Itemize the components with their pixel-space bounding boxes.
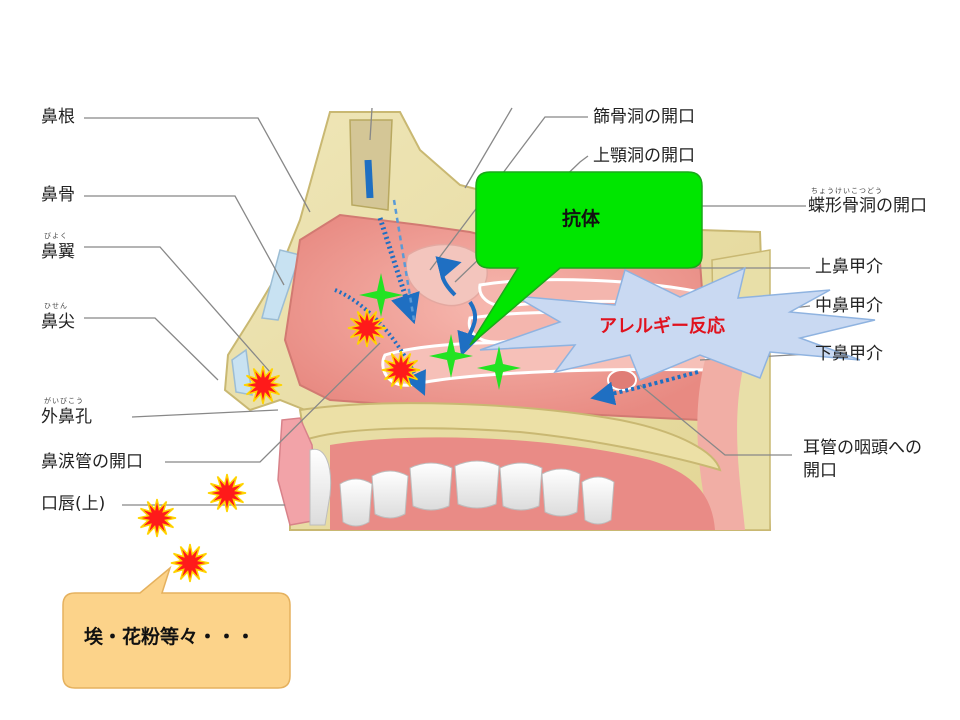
- label-chubikokai: 中鼻甲介: [815, 296, 883, 316]
- ruby-chokei: ちょうけいこつどう: [811, 187, 883, 195]
- ruby-bisen: ひせん: [44, 302, 68, 310]
- ruby-gaibiko: がいびこう: [44, 397, 84, 405]
- antibody-sparkle: [359, 273, 403, 317]
- dust-bubble-shape: [62, 565, 291, 689]
- label-biyoku: 鼻翼: [41, 242, 75, 262]
- allergen-burst: [207, 473, 247, 513]
- label-jogakudo: 上顎洞の開口: [593, 146, 695, 166]
- dust-label: 埃・花粉等々・・・: [84, 626, 256, 648]
- dust-callout: [62, 565, 291, 689]
- tooth: [581, 476, 615, 525]
- hard-palate: [298, 402, 722, 472]
- antibody-bubble-shape: [469, 171, 703, 346]
- label-bikotsu: 鼻骨: [41, 185, 75, 205]
- antibody-label: 抗体: [562, 208, 601, 230]
- allergy-label: アレルギー反応: [599, 316, 725, 337]
- tooth: [409, 462, 453, 511]
- leader-bikotsu: [84, 195, 285, 286]
- leader-biruikan: [165, 342, 381, 463]
- airflow-arrow: [457, 300, 481, 357]
- airflow-arrow: [392, 199, 416, 321]
- ruby-biyoku: びよく: [44, 232, 68, 240]
- label-bikon: 鼻根: [41, 107, 75, 127]
- label-biruikan: 鼻涙管の開口: [41, 452, 143, 472]
- label-gaibiko: 外鼻孔: [41, 407, 92, 427]
- leader-gaibiko: [131, 409, 279, 418]
- tooth: [541, 468, 581, 517]
- label-jikan-line1: 耳管の咽頭への: [803, 438, 922, 458]
- antibody-sparkle: [429, 334, 473, 378]
- allergen-burst: [170, 543, 210, 583]
- leader-biyoku: [84, 246, 271, 373]
- label-jobikokai: 上鼻甲介: [815, 257, 883, 277]
- antibody-callout: [469, 171, 703, 346]
- label-koshin: 口唇(上): [41, 494, 106, 514]
- tooth: [371, 470, 409, 519]
- label-chokei: 蝶形骨洞の開口: [808, 196, 927, 216]
- airflow-arrow: [590, 370, 699, 406]
- leader-jikan: [639, 384, 792, 456]
- leader-bisen: [84, 317, 219, 381]
- label-jikan-line2: 開口: [803, 461, 837, 481]
- tooth: [339, 478, 373, 527]
- tooth: [454, 460, 500, 509]
- eustachian-opening: [607, 369, 637, 391]
- airflow-arrow: [435, 256, 462, 297]
- incisor: [309, 448, 332, 526]
- label-kabikokai: 下鼻甲介: [815, 344, 883, 364]
- allergy-callout: [479, 266, 876, 381]
- allergy-burst-shape: [479, 266, 876, 381]
- teeth-row: [339, 460, 615, 527]
- allergen-bursts: [137, 308, 421, 583]
- label-shikotsudo: 篩骨洞の開口: [593, 107, 695, 127]
- label-bisen: 鼻尖: [41, 312, 75, 332]
- nasal-cartilage: [261, 249, 301, 321]
- allergen-burst: [137, 498, 177, 538]
- allergen-burst: [243, 365, 283, 405]
- allergen-burst: [347, 308, 387, 348]
- allergen-burst: [381, 350, 421, 390]
- leader-top: [464, 107, 513, 189]
- leader-shikotsudo: [429, 116, 588, 271]
- leader-top2: [369, 107, 373, 141]
- airflow-arrow: [377, 217, 420, 325]
- antibody-sparkles: [359, 273, 521, 390]
- tooth: [499, 462, 543, 511]
- antibody-sparkle: [477, 346, 521, 390]
- pharynx-cavity: [697, 360, 745, 530]
- leader-bikon: [84, 117, 311, 213]
- airflow-arrow: [364, 159, 374, 199]
